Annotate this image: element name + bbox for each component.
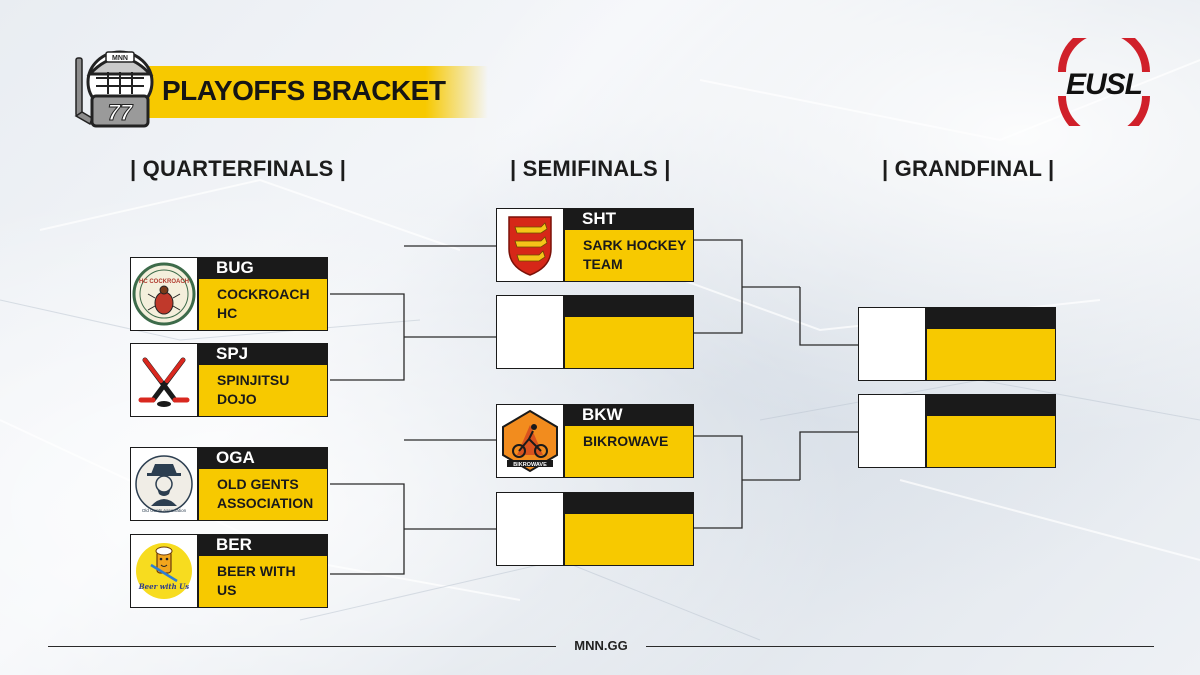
footer-divider-left <box>48 646 556 647</box>
svg-text:Old Gents Association: Old Gents Association <box>142 508 187 513</box>
mascot-badge: MNN <box>112 55 128 62</box>
team-code <box>564 295 694 317</box>
team-code: BUG <box>198 257 328 279</box>
beer-with-us-logo: Beer with Us <box>130 534 198 608</box>
empty-logo-slot <box>858 394 926 468</box>
team-code <box>926 307 1056 329</box>
old-gents-logo: Old Gents Association <box>130 447 198 521</box>
team-name <box>926 416 1056 468</box>
svg-text:HC COCKROACH: HC COCKROACH <box>139 279 189 285</box>
round-label-quarterfinals: | QUARTERFINALS | <box>130 156 347 181</box>
sf-slot-empty-2[interactable] <box>496 492 694 566</box>
cockroach-hc-logo: HC COCKROACH <box>130 257 198 331</box>
team-name <box>926 329 1056 381</box>
footer-site-link[interactable]: MNN.GG <box>574 638 628 653</box>
team-code <box>564 492 694 514</box>
lions-shield-logo <box>496 208 564 282</box>
team-name <box>564 514 694 566</box>
empty-logo-slot <box>496 295 564 369</box>
sf-slot-empty-1[interactable] <box>496 295 694 369</box>
hockey-sticks-logo <box>130 343 198 417</box>
empty-logo-slot <box>858 307 926 381</box>
eusl-logo: EUSL <box>1058 38 1150 126</box>
team-code: BKW <box>564 404 694 426</box>
gf-slot-empty-1[interactable] <box>858 307 1056 381</box>
round-label-semifinals: | SEMIFINALS | <box>510 156 671 181</box>
team-code: OGA <box>198 447 328 469</box>
team-name: BIKROWAVE <box>564 426 694 478</box>
team-code: BER <box>198 534 328 556</box>
round-label-grandfinal: | GRANDFINAL | <box>882 156 1055 181</box>
empty-logo-slot <box>496 492 564 566</box>
sf-team-bkw[interactable]: BIKROWAVE BKW BIKROWAVE <box>496 404 694 478</box>
bikrowave-logo: BIKROWAVE <box>496 404 564 478</box>
mascot-number: 77 <box>108 100 134 125</box>
mascot-helmet-logo: MNN 77 <box>74 50 154 128</box>
team-code <box>926 394 1056 416</box>
team-name <box>564 317 694 369</box>
team-code: SHT <box>564 208 694 230</box>
svg-text:Beer with Us: Beer with Us <box>138 582 189 591</box>
eusl-brand-text: EUSL <box>1066 68 1142 101</box>
svg-text:BIKROWAVE: BIKROWAVE <box>513 462 547 468</box>
footer-divider-right <box>646 646 1154 647</box>
team-code: SPJ <box>198 343 328 365</box>
header-banner <box>140 66 488 118</box>
page-title: PLAYOFFS BRACKET <box>162 75 446 106</box>
gf-slot-empty-2[interactable] <box>858 394 1056 468</box>
